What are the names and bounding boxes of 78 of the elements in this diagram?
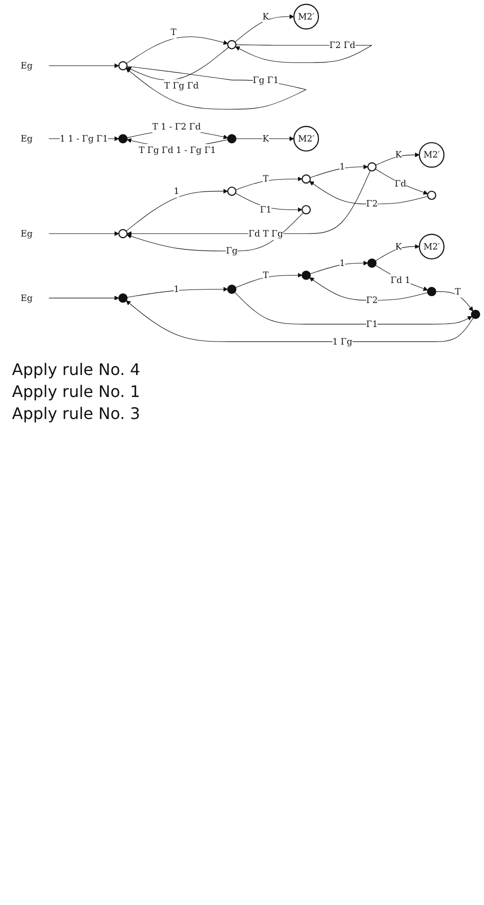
arrow xyxy=(234,292,472,324)
node-circle xyxy=(302,270,311,280)
edge-label: 1 xyxy=(174,186,180,196)
arrow xyxy=(236,136,294,142)
edge-label: 1 xyxy=(340,258,346,268)
node-circle xyxy=(118,293,128,303)
edge-label: T Γg Γd 1 - Γg Γ1 xyxy=(138,145,216,156)
step-note: Apply rule No. 4 xyxy=(12,360,142,379)
edge-label: Γd 1 xyxy=(390,274,410,286)
edge-label: Γd T Γg xyxy=(248,228,284,239)
arrow xyxy=(375,152,420,166)
edge-label: Γg Γ1 xyxy=(252,74,279,85)
edge-label: T xyxy=(454,286,461,296)
edge-label: K xyxy=(395,241,402,252)
edge-label: 1 1 - Γg Γ1 xyxy=(60,133,108,144)
node-text: Eg xyxy=(20,292,33,303)
node-circle xyxy=(227,284,236,294)
arrow xyxy=(126,300,474,342)
arrow xyxy=(309,277,428,301)
edge-label: 1 Γg xyxy=(332,336,352,347)
edge-label: Γ2 Γd xyxy=(329,40,356,50)
node-circle xyxy=(470,310,480,319)
node-circle: M2′ xyxy=(418,234,444,260)
edge-label: Γd xyxy=(394,178,406,189)
arrow xyxy=(375,264,428,291)
node-text: Eg xyxy=(20,60,33,71)
edge-label: T 1 - Γ2 Γd xyxy=(152,121,201,132)
arrow xyxy=(235,272,302,288)
arrow xyxy=(375,244,420,262)
arrow xyxy=(126,286,228,298)
node-circle xyxy=(227,186,236,196)
arrow xyxy=(375,168,428,195)
arrow xyxy=(126,170,371,236)
node-circle xyxy=(367,162,377,172)
arrow xyxy=(309,181,428,204)
step-note: Apply rule No. 1 xyxy=(12,382,142,401)
step-note: Apply rule No. 3 xyxy=(12,404,142,423)
edge-label: T xyxy=(262,174,269,184)
edge-label: Γg xyxy=(226,246,238,256)
arrow xyxy=(235,192,302,212)
arrow xyxy=(48,63,120,68)
node-circle xyxy=(227,40,236,50)
node-circle xyxy=(427,286,436,296)
edge-label: Γ1 xyxy=(366,318,378,330)
node-circle: M2′ xyxy=(293,126,320,152)
node-circle xyxy=(427,190,436,200)
edge-label: Γ2 xyxy=(366,294,378,306)
node-circle xyxy=(118,229,128,238)
edge-label: K xyxy=(395,149,402,160)
edge-label: 1 xyxy=(340,161,346,172)
arrow xyxy=(310,164,368,178)
node-circle xyxy=(367,258,377,268)
node-circle xyxy=(227,134,236,144)
arrow xyxy=(126,212,304,252)
edge-label: Γ1 xyxy=(260,204,272,215)
node-circle xyxy=(118,134,128,144)
arrow xyxy=(48,231,120,236)
arrow xyxy=(435,291,474,312)
edge-label: Γ2 xyxy=(366,198,378,209)
arrow xyxy=(48,296,120,300)
edge-label: T xyxy=(262,270,269,280)
edge-label: T xyxy=(170,26,176,38)
edge-label: K xyxy=(262,133,270,144)
node-text: Eg xyxy=(20,133,33,144)
node-circle xyxy=(302,174,311,184)
edge-label: K xyxy=(262,11,270,22)
node-circle xyxy=(118,61,128,70)
arrow xyxy=(126,188,228,232)
node-text: Eg xyxy=(20,228,33,239)
edge-label: T Γg Γd xyxy=(164,80,199,91)
arrow xyxy=(310,260,368,274)
node-circle xyxy=(302,205,311,214)
edge-label: 1 xyxy=(174,284,180,294)
arrow xyxy=(235,176,302,190)
arrow xyxy=(126,36,228,64)
node-circle: M2′ xyxy=(418,142,444,168)
node-circle: M2′ xyxy=(293,4,320,30)
arrow xyxy=(234,14,294,42)
